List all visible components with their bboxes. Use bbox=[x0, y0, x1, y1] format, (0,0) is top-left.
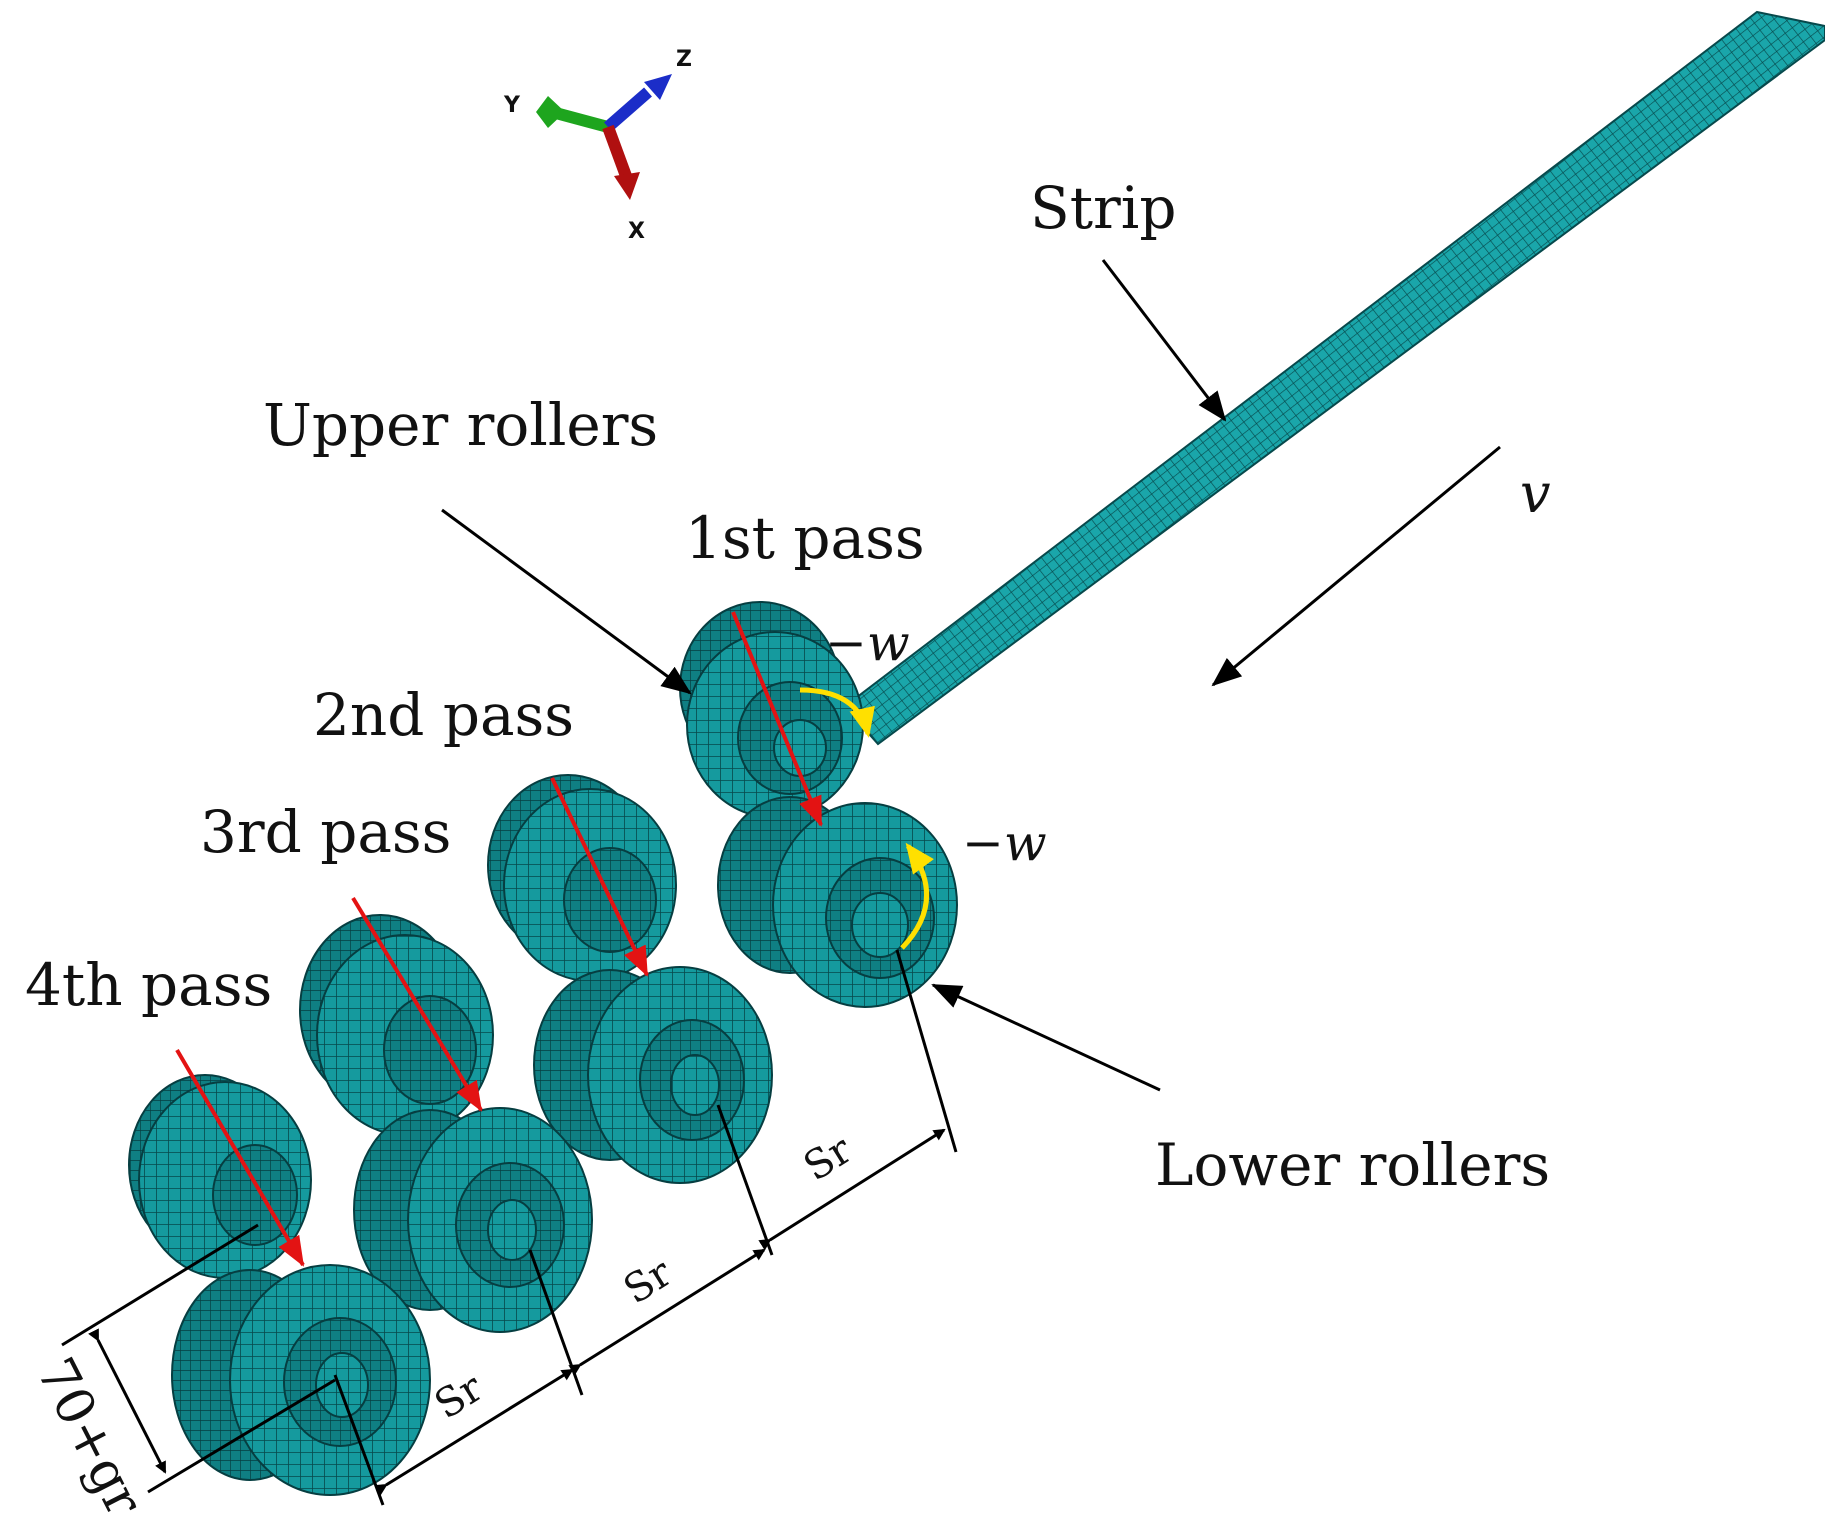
gap-dimension-label: 70+gr bbox=[24, 1349, 154, 1526]
coordinate-triad: Y Z X bbox=[503, 47, 692, 244]
x-axis-label: X bbox=[628, 219, 645, 244]
z-axis-label: Z bbox=[676, 47, 692, 72]
pass-2-arrow bbox=[550, 777, 649, 977]
y-axis-label: Y bbox=[503, 93, 521, 118]
velocity-label: v bbox=[1520, 462, 1551, 525]
rotation-arrow-upper bbox=[799, 687, 875, 738]
x-axis-shaft bbox=[602, 124, 632, 179]
lower-rollers-label: Lower rollers bbox=[1155, 1131, 1550, 1199]
lower-rollers-leader-arrow bbox=[931, 983, 1161, 1092]
spacing-dimension-3 bbox=[374, 1368, 574, 1496]
extension-line-upper-gap bbox=[61, 1223, 259, 1347]
pass-3-label: 3rd pass bbox=[200, 798, 451, 866]
omega-upper-label: −w bbox=[825, 614, 910, 672]
extension-line-1 bbox=[895, 949, 958, 1153]
pass-1-arrow bbox=[731, 611, 823, 827]
roller-upper-pass-2 bbox=[487, 774, 677, 982]
pass-3-arrow bbox=[351, 896, 483, 1112]
y-axis-arrowhead bbox=[536, 96, 565, 128]
extension-line-lower-gap bbox=[147, 1378, 336, 1494]
strip bbox=[846, 10, 1825, 746]
x-axis-arrowhead bbox=[614, 172, 640, 200]
pass-4-label: 4th pass bbox=[25, 951, 272, 1019]
strip-label: Strip bbox=[1030, 174, 1176, 242]
roller-upper-pass-4 bbox=[128, 1074, 312, 1279]
spacing-label-2: Sr bbox=[616, 1249, 681, 1313]
roller-lower-pass-3 bbox=[353, 1107, 593, 1333]
spacing-dimension-2 bbox=[568, 1248, 766, 1376]
roller-upper-pass-3 bbox=[299, 914, 494, 1136]
omega-lower-label: −w bbox=[962, 814, 1047, 872]
spacing-label-3: Sr bbox=[427, 1364, 492, 1428]
roller-lower-pass-4 bbox=[171, 1264, 431, 1496]
rotation-arrow-lower bbox=[900, 842, 934, 950]
z-axis-shaft bbox=[604, 87, 652, 132]
strip-leader-arrow bbox=[1101, 259, 1227, 422]
pass-1-label: 1st pass bbox=[685, 504, 925, 572]
roller-lower-pass-1 bbox=[717, 796, 958, 1008]
pass-2-label: 2nd pass bbox=[313, 681, 574, 749]
pass-4-arrow bbox=[175, 1048, 305, 1267]
strip-mesh bbox=[846, 10, 1825, 746]
spacing-dimension-1 bbox=[758, 1128, 946, 1251]
upper-rollers-label: Upper rollers bbox=[263, 391, 658, 459]
upper-rollers-leader-arrow bbox=[441, 508, 692, 695]
velocity-arrow bbox=[1211, 445, 1501, 687]
spacing-label-1: Sr bbox=[796, 1126, 861, 1190]
z-axis-arrowhead bbox=[644, 74, 672, 100]
gap-dimension bbox=[88, 1328, 167, 1474]
